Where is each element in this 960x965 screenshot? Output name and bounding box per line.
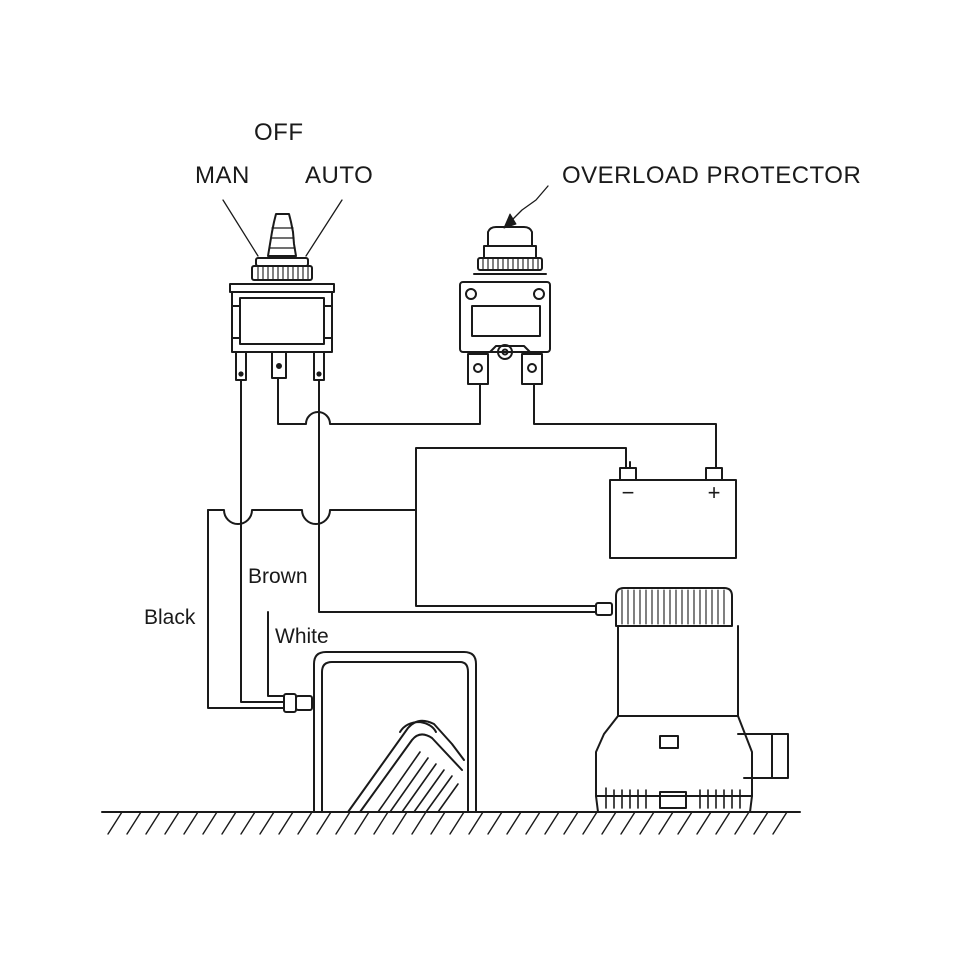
ground-hatch-stroke (107, 811, 123, 835)
ground-hatch-stroke (278, 811, 294, 835)
circuit-breaker-icon (459, 185, 551, 385)
switch-auto-label: AUTO (305, 162, 374, 189)
ground-hatch-icon (101, 811, 801, 835)
wire-brown (240, 379, 285, 703)
wire-negative-bus (207, 509, 417, 525)
ground-hatch-stroke (316, 811, 332, 835)
battery-icon (609, 461, 737, 559)
ground-hatch-stroke (449, 811, 465, 835)
ground-hatch-stroke (601, 811, 617, 835)
switch-man-label: MAN (195, 162, 250, 189)
ground-hatch-stroke (430, 811, 446, 835)
ground-hatch-stroke (183, 811, 199, 835)
ground-hatch-stroke (164, 811, 180, 835)
ground-hatch-stroke (354, 811, 370, 835)
bilge-pump-icon (595, 587, 789, 813)
toggle-switch-icon (222, 199, 343, 381)
ground-hatch-stroke (620, 811, 636, 835)
ground-hatch-stroke (221, 811, 237, 835)
white-wire-label: White (275, 625, 329, 648)
ground-hatch-stroke (563, 811, 579, 835)
ground-hatch-stroke (411, 811, 427, 835)
ground-hatch-stroke (753, 811, 769, 835)
ground-hatch-stroke (544, 811, 560, 835)
ground-hatch-stroke (677, 811, 693, 835)
wire-battery-negative-to-pump (415, 447, 627, 607)
ground-hatch-stroke (392, 811, 408, 835)
ground-hatch-stroke (126, 811, 142, 835)
ground-hatch-stroke (639, 811, 655, 835)
switch-off-label: OFF (254, 119, 304, 146)
ground-hatch-stroke (487, 811, 503, 835)
ground-hatch-stroke (240, 811, 256, 835)
ground-hatch-stroke (202, 811, 218, 835)
wire-black (207, 509, 285, 709)
wiring (207, 377, 717, 709)
wire-white (267, 611, 285, 697)
brown-wire-label: Brown (248, 565, 308, 588)
ground-hatch-stroke (582, 811, 598, 835)
wire-switch-to-breaker (277, 377, 481, 425)
ground-hatch-stroke (335, 811, 351, 835)
ground-hatch-stroke (468, 811, 484, 835)
ground-hatch-stroke (696, 811, 712, 835)
battery-negative-sign: − (622, 480, 635, 505)
ground-hatch-stroke (259, 811, 275, 835)
ground-hatch-stroke (373, 811, 389, 835)
ground-hatch-stroke (658, 811, 674, 835)
ground-hatch-stroke (145, 811, 161, 835)
ground-hatch-stroke (525, 811, 541, 835)
float-switch-icon (283, 651, 477, 813)
ground-hatch-stroke (506, 811, 522, 835)
black-wire-label: Black (144, 606, 196, 629)
ground-hatch-stroke (734, 811, 750, 835)
wire-switch-to-pump (318, 379, 597, 613)
battery-positive-sign: + (708, 480, 721, 505)
ground-hatch-stroke (297, 811, 313, 835)
overload-protector-label: OVERLOAD PROTECTOR (562, 162, 862, 189)
ground-hatch-stroke (772, 811, 788, 835)
wire-breaker-to-battery-positive (533, 383, 717, 469)
ground-hatch-stroke (715, 811, 731, 835)
